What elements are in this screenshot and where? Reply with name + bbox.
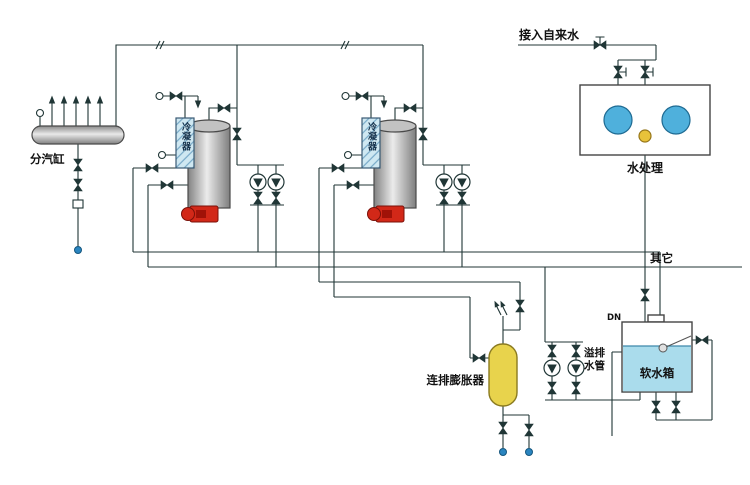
water-treatment-unit: 水处理 接入自来水 bbox=[518, 27, 711, 322]
steam-trap bbox=[72, 199, 84, 209]
circulation-pump bbox=[453, 173, 471, 191]
steam-header-label: 分汽缸 bbox=[30, 152, 65, 166]
dosing-pot bbox=[638, 129, 652, 143]
soft-water-tank-label: 软水箱 bbox=[640, 366, 675, 380]
steam-header-unit: 分汽缸 bbox=[30, 95, 125, 254]
header-vent-gauge bbox=[35, 108, 45, 118]
burner-blower bbox=[181, 207, 195, 221]
other-branch-label: 其它 bbox=[650, 251, 673, 265]
pressure-gauge bbox=[343, 150, 353, 160]
water-treatment-label: 水处理 bbox=[627, 160, 663, 175]
condenser-box bbox=[361, 117, 381, 169]
circulation-pump bbox=[267, 173, 285, 191]
condenser-box bbox=[175, 117, 195, 169]
condenser-label: 冷凝器 bbox=[181, 121, 192, 152]
feed-pump bbox=[543, 359, 561, 377]
drain-endpoint bbox=[499, 448, 507, 456]
soft-water-tank-unit: 软水箱 DN bbox=[545, 313, 713, 436]
blowdown-expansion-vessel-unit: 连排膨胀器 bbox=[427, 299, 534, 456]
drain-endpoint bbox=[74, 246, 82, 254]
expansion-vessel-body bbox=[488, 343, 518, 407]
steam-header-body bbox=[31, 125, 125, 145]
tank-water bbox=[623, 346, 691, 392]
tank-cap bbox=[647, 314, 665, 323]
feedwater-pump-group bbox=[543, 267, 585, 400]
vent-gauge bbox=[341, 91, 350, 101]
burner-core bbox=[382, 210, 392, 218]
pressure-gauge bbox=[157, 150, 167, 160]
boiler-unit-1: 冷凝器 bbox=[132, 45, 285, 267]
condenser-label: 冷凝器 bbox=[367, 121, 378, 152]
dn-label: DN bbox=[607, 313, 621, 323]
vent-gauge bbox=[155, 91, 164, 101]
feed-pump bbox=[567, 359, 585, 377]
main-piping-buses bbox=[115, 40, 742, 363]
circulation-pump bbox=[249, 173, 267, 191]
overflow-pipe-label: 溢排水管 bbox=[584, 347, 605, 372]
boiler-body bbox=[187, 125, 231, 209]
burner-blower bbox=[367, 207, 381, 221]
filter-vessel bbox=[661, 105, 691, 135]
burner-core bbox=[196, 210, 206, 218]
boiler-unit-2: 冷凝器 bbox=[318, 45, 471, 267]
float-valve bbox=[658, 343, 668, 353]
circulation-pump bbox=[435, 173, 453, 191]
tap-water-label: 接入自来水 bbox=[519, 27, 580, 42]
blowdown-expander-label: 连排膨胀器 bbox=[427, 373, 485, 387]
drain-endpoint bbox=[525, 448, 533, 456]
filter-vessel bbox=[603, 105, 633, 135]
